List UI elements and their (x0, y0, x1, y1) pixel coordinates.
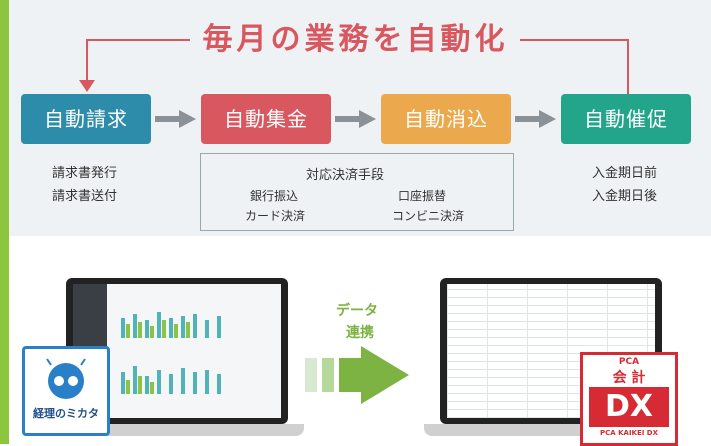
page-title: 毎月の業務を自動化 (202, 22, 509, 57)
pca-logo-main: 会 計 (612, 370, 646, 386)
step-auto-billing: 自動請求 (21, 94, 151, 144)
pca-dx-logo: PCA 会 計 DX PCA KAIKEI DX (580, 352, 678, 446)
mikata-logo: 経理のミカタ (22, 346, 110, 436)
payment-method: 口座振替 (398, 189, 447, 203)
billing-item: 請求書発行 (52, 166, 118, 181)
data-link-arrow (305, 346, 409, 404)
payment-methods-panel (200, 153, 514, 231)
reminder-item: 入金期日後 (592, 189, 658, 204)
pca-logo-dx: DX (589, 387, 669, 427)
mikata-logo-text: 経理のミカタ (33, 407, 99, 420)
left-accent-bar (0, 0, 9, 444)
payment-panel-title: 対応決済手段 (306, 168, 385, 183)
step-auto-reminder: 自動催促 (561, 94, 691, 144)
pca-logo-top: PCA (618, 357, 640, 367)
step-auto-collection: 自動集金 (201, 94, 331, 144)
step-auto-reconcile: 自動消込 (381, 94, 511, 144)
payment-method: 銀行振込 (250, 189, 299, 203)
reminder-item: 入金期日前 (592, 166, 658, 181)
laptop-left-base (50, 424, 304, 436)
payment-method: コンビニ決済 (392, 209, 465, 223)
data-link-label: データ (336, 303, 378, 319)
loop-arrow (79, 39, 629, 128)
pca-logo-bottom: PCA KAIKEI DX (599, 429, 659, 437)
billing-item: 請求書送付 (52, 189, 118, 204)
data-link-label: 連携 (346, 325, 374, 341)
payment-method: カード決済 (245, 209, 306, 223)
